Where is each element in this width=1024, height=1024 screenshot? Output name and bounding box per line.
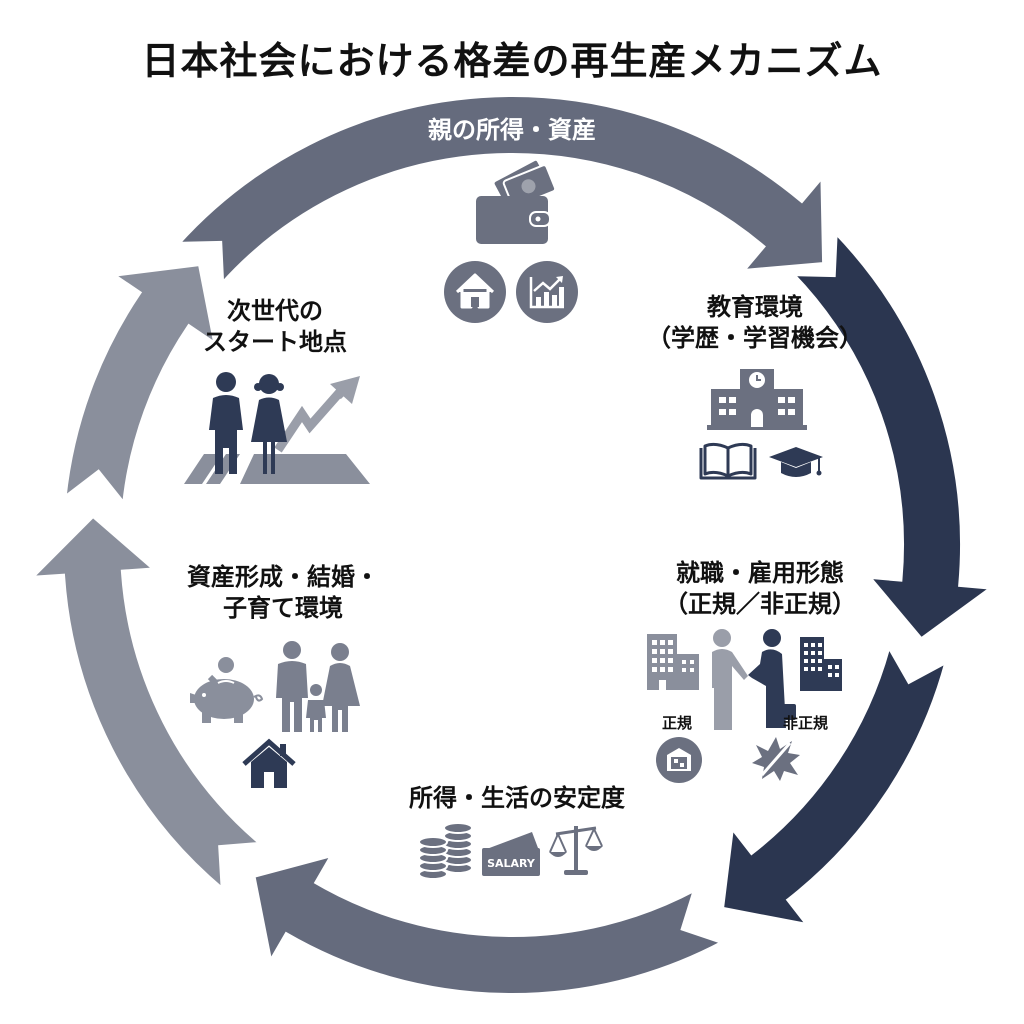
stage-label-assets-family-line2: 子育て環境 — [223, 594, 343, 623]
arrow-education-to-employment — [787, 227, 998, 643]
wallet-with-money-icon — [476, 160, 557, 244]
children-icon — [209, 372, 287, 474]
stage-label-education: 教育環境 （学歴・学習機会） — [630, 292, 880, 354]
piggy-bank-icon — [190, 657, 264, 723]
arrow-nextgen-to-parent — [61, 261, 219, 510]
stage-label-employment-line1: 就職・雇用形態 — [676, 559, 844, 587]
stage-label-next-generation: 次世代の スタート地点 — [170, 296, 380, 358]
family-icon — [276, 641, 360, 732]
office-building-dark-icon — [800, 637, 842, 691]
diagram-title: 日本社会における格差の再生産メカニズム — [141, 39, 883, 83]
handshake-people-icon — [712, 629, 796, 730]
stage-label-employment: 就職・雇用形態 （正規／非正規） — [640, 558, 880, 620]
house-dark-icon — [242, 738, 296, 788]
stage-label-next-generation-line1: 次世代の — [227, 297, 323, 325]
balance-scale-icon — [549, 826, 603, 875]
secure-building-icon — [656, 737, 702, 783]
stage-label-assets-family-line1: 資産形成・結婚・ — [187, 563, 379, 591]
growth-chart-icon — [516, 261, 578, 323]
coin-stack-icon — [418, 822, 473, 880]
arrow-parent-to-education — [172, 93, 827, 289]
arrow-income-to-assets — [251, 851, 729, 997]
office-building-icon — [647, 634, 699, 690]
stage-label-next-generation-line2: スタート地点 — [203, 328, 347, 357]
stage-label-assets-family: 資産形成・結婚・ 子育て環境 — [148, 562, 418, 624]
stage-label-education-line1: 教育環境 — [707, 293, 803, 321]
school-building-icon — [707, 369, 807, 430]
open-book-icon — [699, 442, 757, 480]
arrow-assets-to-nextgen — [25, 512, 267, 895]
salary-envelope-icon: SALARY — [482, 832, 540, 876]
salary-text: SALARY — [487, 857, 536, 870]
stage-label-parent-income: 親の所得・資産 — [428, 116, 596, 144]
stage-label-employment-line2: （正規／非正規） — [664, 590, 856, 619]
regular-employment-label: 正規 — [662, 714, 693, 732]
house-icon — [444, 261, 506, 323]
burst-warning-icon — [752, 737, 800, 781]
nonregular-employment-label: 非正規 — [783, 714, 829, 732]
stage-label-income-stability: 所得・生活の安定度 — [409, 784, 625, 812]
stage-label-education-line2: （学歴・学習機会） — [647, 324, 863, 353]
arrow-employment-to-income — [719, 640, 950, 929]
graduation-cap-icon — [769, 447, 823, 477]
